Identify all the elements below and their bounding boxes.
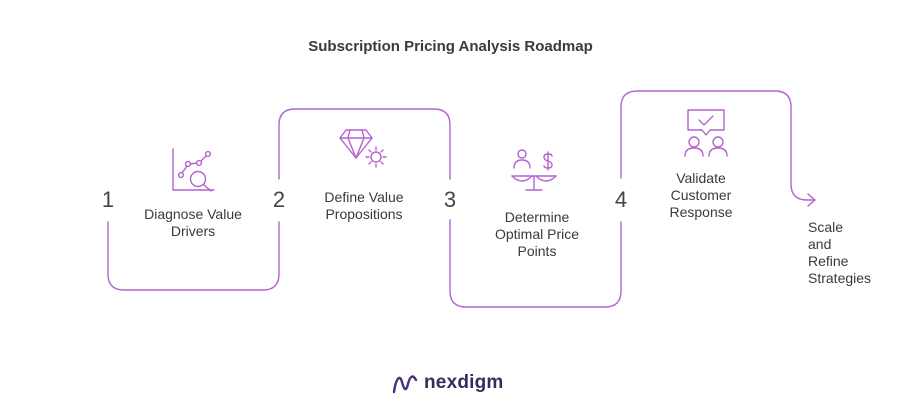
path-segment-1 <box>107 221 280 291</box>
step-number-1: 1 <box>101 187 115 212</box>
step-label-4: Validate Customer Response <box>669 170 733 220</box>
path-segment-4 <box>620 90 815 201</box>
nexdigm-logo-icon <box>392 375 418 394</box>
people-feedback-icon <box>684 109 728 157</box>
diagram-title: Subscription Pricing Analysis Roadmap <box>308 38 593 55</box>
step-number-3: 3 <box>443 187 457 212</box>
chart-magnifier-icon <box>172 148 215 192</box>
path-segment-2 <box>278 108 451 180</box>
step-label-1: Diagnose Value Drivers <box>144 206 242 239</box>
path-segment-3 <box>449 219 622 308</box>
brand-name: nexdigm <box>424 372 504 393</box>
scale-person-dollar-icon <box>511 149 557 191</box>
step-number-2: 2 <box>272 187 286 212</box>
step-label-3: Determine Optimal Price Points <box>494 209 580 259</box>
brand-logo: nexdigm <box>392 372 504 394</box>
gem-gear-icon <box>339 129 387 168</box>
final-step-label: Scale and Refine Strategies <box>808 219 872 286</box>
step-number-4: 4 <box>614 187 628 212</box>
arrow-right-icon <box>807 193 816 207</box>
step-label-2: Define Value Propositions <box>324 189 404 222</box>
